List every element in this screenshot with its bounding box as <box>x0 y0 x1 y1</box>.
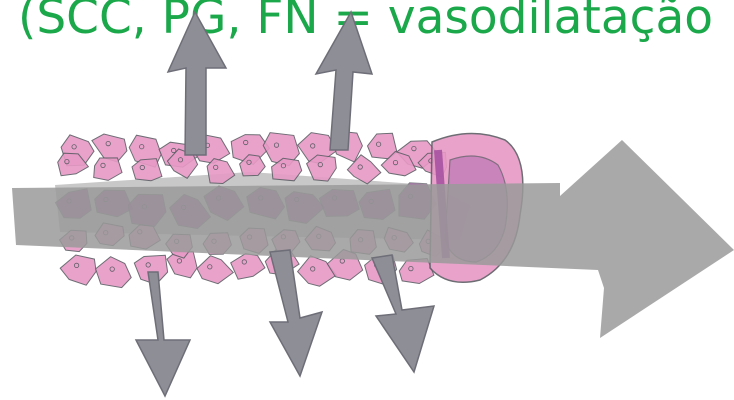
vessel-cell <box>94 158 122 181</box>
vessel-cell <box>96 257 132 288</box>
vessel-cell <box>231 254 265 280</box>
arrow-up-left <box>168 12 226 155</box>
vessel-cell <box>197 256 233 284</box>
vessel-cell <box>132 159 162 181</box>
arrow-down-left <box>136 272 190 396</box>
vessel-cell <box>60 255 96 285</box>
arrow-up-right <box>316 12 372 150</box>
